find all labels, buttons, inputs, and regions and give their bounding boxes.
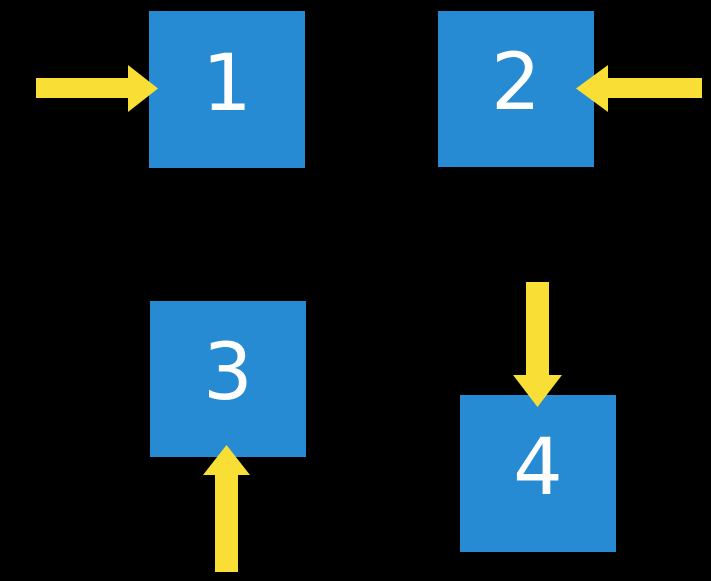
square-2[interactable]: 2 bbox=[438, 11, 594, 167]
arrow-left-icon bbox=[576, 65, 702, 112]
arrow-up-icon bbox=[203, 445, 250, 572]
arrow-down-icon bbox=[513, 282, 562, 407]
square-1[interactable]: 1 bbox=[149, 11, 305, 168]
square-2-label: 2 bbox=[491, 38, 541, 128]
square-3[interactable]: 3 bbox=[150, 301, 306, 457]
square-1-label: 1 bbox=[202, 38, 252, 129]
square-4-label: 4 bbox=[513, 422, 563, 513]
square-3-label: 3 bbox=[203, 328, 253, 418]
arrow-right-icon bbox=[36, 65, 158, 112]
square-4[interactable]: 4 bbox=[460, 395, 616, 552]
